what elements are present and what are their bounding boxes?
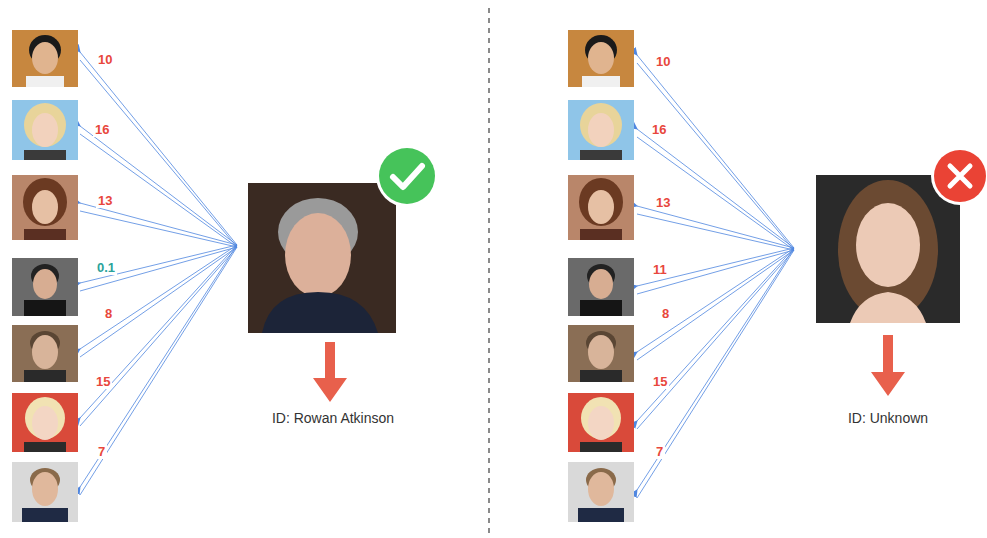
query-photo bbox=[816, 175, 960, 323]
distance-value: 15 bbox=[651, 374, 669, 389]
query-photo bbox=[248, 183, 396, 333]
face-thumbnails bbox=[12, 30, 78, 522]
distance-links bbox=[80, 52, 237, 495]
distance-value: 10 bbox=[96, 52, 114, 67]
cross-icon bbox=[931, 147, 987, 205]
divider bbox=[488, 8, 490, 538]
distance-value: 7 bbox=[96, 444, 107, 459]
distance-value: 8 bbox=[103, 306, 114, 321]
face-photo-node: ID: Rowan Atkinson bbox=[248, 183, 396, 333]
check-icon bbox=[376, 145, 438, 207]
distance-value: 0.1 bbox=[95, 260, 117, 275]
down-arrow bbox=[313, 342, 347, 402]
distance-value: 13 bbox=[96, 193, 114, 208]
distance-value: 7 bbox=[654, 444, 665, 459]
distance-value: 8 bbox=[660, 306, 671, 321]
distance-value: 13 bbox=[654, 195, 672, 210]
distance-value: 10 bbox=[654, 54, 672, 69]
distance-value: 16 bbox=[650, 122, 668, 137]
distance-value: 11 bbox=[651, 262, 669, 277]
distance-links bbox=[637, 55, 794, 498]
id-label: ID: Rowan Atkinson bbox=[272, 410, 394, 426]
down-arrow bbox=[871, 335, 905, 396]
face-photo-node: ID: Unknown bbox=[816, 175, 960, 323]
distance-value: 16 bbox=[93, 122, 111, 137]
id-label: ID: Unknown bbox=[848, 410, 928, 426]
face-thumbnails bbox=[568, 30, 634, 522]
distance-value: 15 bbox=[94, 374, 112, 389]
